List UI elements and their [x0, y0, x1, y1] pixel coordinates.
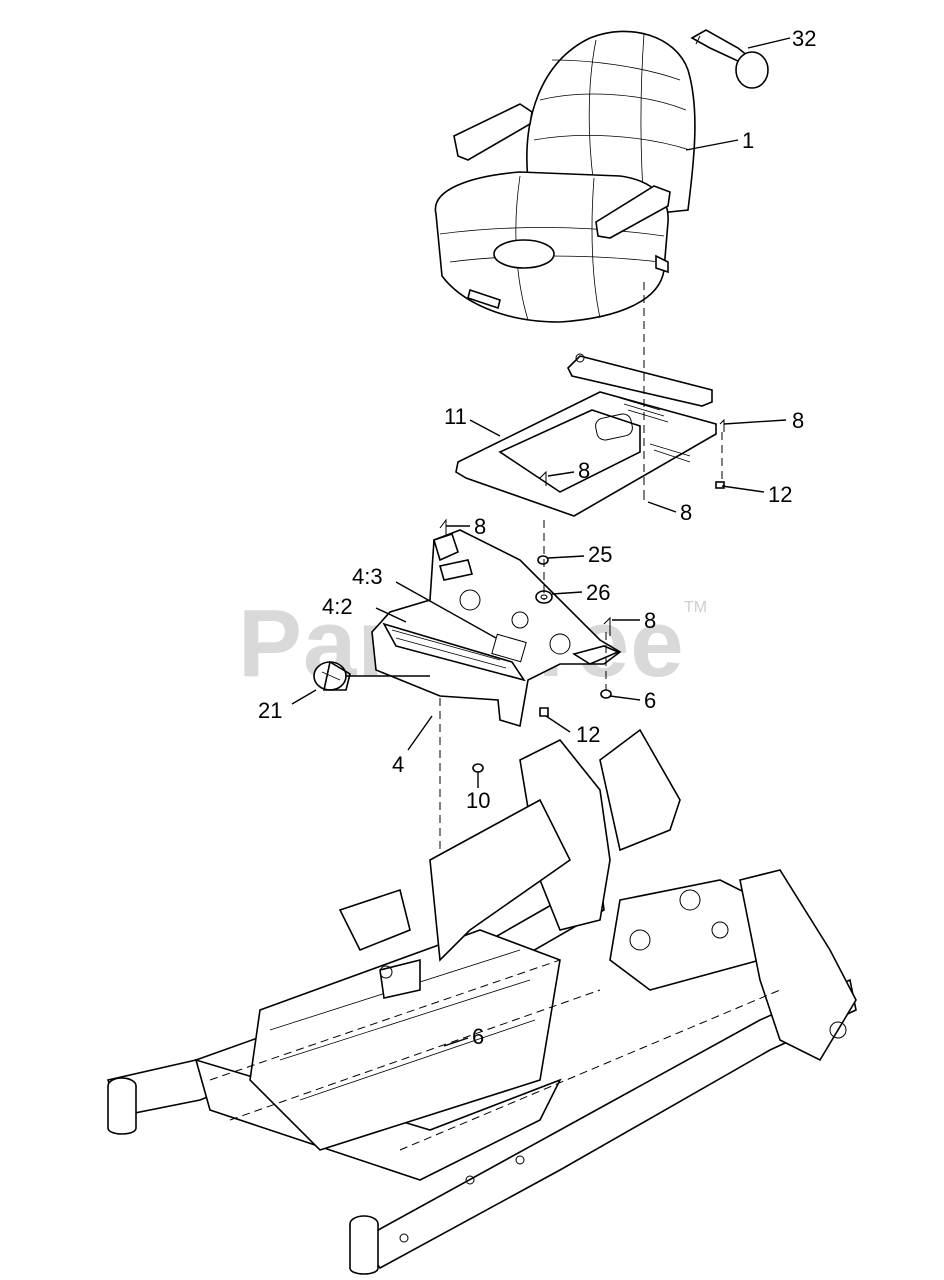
- callout-25: 25: [588, 542, 612, 567]
- part-32-switch[interactable]: [690, 29, 769, 89]
- callout-11: 11: [444, 404, 467, 429]
- callout-32: 32: [792, 26, 816, 51]
- part-21-logo-badge[interactable]: [313, 660, 351, 691]
- leader-lines: [291, 37, 791, 1047]
- callout-12: 12: [768, 482, 792, 507]
- part-1-seat[interactable]: [434, 30, 696, 323]
- callout-4-2: 4:2: [322, 594, 353, 619]
- callout-21: 21: [258, 698, 282, 723]
- watermark-trademark: TM: [684, 599, 707, 616]
- callout-8: 8: [680, 500, 692, 525]
- callout-10: 10: [466, 788, 490, 813]
- callout-8: 8: [792, 408, 804, 433]
- callout-4: 4: [392, 752, 404, 777]
- callout-6: 6: [472, 1024, 484, 1049]
- callout-8: 8: [644, 608, 656, 633]
- callout-6: 6: [644, 688, 656, 713]
- fasteners[interactable]: [439, 418, 725, 1048]
- callout-1: 1: [742, 128, 754, 153]
- callout-12: 12: [576, 722, 600, 747]
- part-4-shroud[interactable]: [371, 529, 622, 728]
- callout-labels: 32 1 11 8 8 12 8 8 25 4:3 26 4:2 8 21 6 …: [258, 26, 816, 1049]
- callout-8: 8: [578, 458, 590, 483]
- callout-26: 26: [586, 580, 610, 605]
- part-11-seat-plate[interactable]: [455, 353, 717, 517]
- callout-4-3: 4:3: [352, 564, 383, 589]
- callout-8: 8: [474, 514, 486, 539]
- tractor-frame[interactable]: [106, 728, 857, 1275]
